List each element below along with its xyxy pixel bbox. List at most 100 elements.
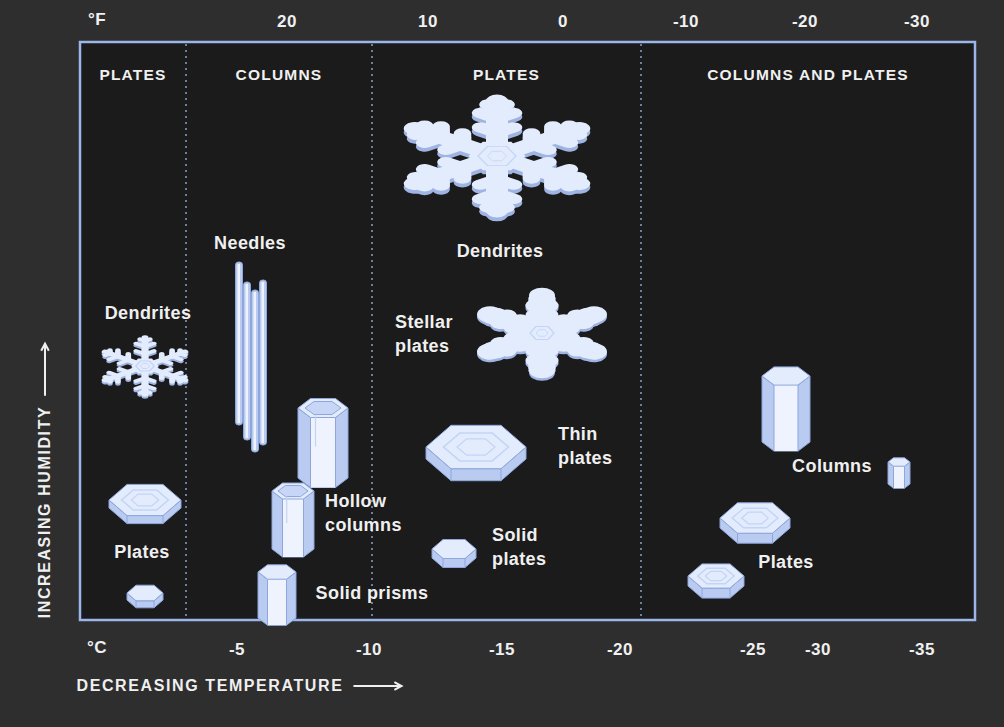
crystal-part (454, 133, 472, 144)
crystal-part (762, 376, 810, 451)
crystal-part (268, 579, 287, 625)
crystal-part (486, 314, 507, 316)
crystal-part (416, 126, 434, 132)
temperature-band: COLUMNS AND PLATES (641, 42, 975, 142)
crystal-part (109, 373, 118, 376)
crystal-part (762, 367, 810, 385)
crystal-part (523, 168, 541, 179)
axis-tick: -30 (805, 640, 831, 660)
crystal-part (493, 348, 496, 349)
crystal-part (311, 418, 336, 488)
crystal-part (451, 469, 452, 481)
axis-arrow (44, 344, 46, 396)
crystal-part (588, 317, 591, 318)
crystal-part (720, 503, 790, 533)
crystal-part (501, 469, 502, 481)
crystal-part (481, 179, 497, 185)
temperature-band: PLATES (80, 42, 186, 142)
crystal-part (244, 282, 251, 440)
crystal-part (705, 571, 726, 580)
crystal-part (542, 315, 548, 317)
crystal-part (303, 499, 304, 557)
crystal-part (136, 601, 137, 608)
band-heading: PLATES (372, 42, 641, 84)
column-crystal (272, 483, 314, 557)
crystal-part (115, 350, 121, 356)
temperature-band: PLATES (372, 42, 641, 142)
crystal-part (894, 466, 905, 488)
crystal-part (109, 484, 181, 515)
crystal-part (335, 418, 336, 488)
dendrite-crystal (105, 337, 185, 396)
crystal-part (136, 385, 145, 388)
crystal-part (258, 572, 296, 625)
crystal-group (105, 101, 910, 625)
crystal-part (561, 130, 579, 136)
crystal-part (730, 588, 731, 598)
crystal-part (310, 418, 311, 488)
axis-tick: -10 (356, 640, 382, 660)
crystal-part (131, 494, 158, 506)
needle-crystal (244, 282, 251, 440)
crystal-part (145, 351, 154, 354)
crystal-part (497, 113, 513, 119)
crystal-part (524, 323, 560, 342)
crystal-part (122, 490, 169, 510)
crystal-part (169, 376, 175, 382)
column-crystal (258, 565, 296, 625)
crystal-part (702, 588, 703, 598)
crystal-part (465, 559, 466, 568)
crystal-part (737, 533, 738, 543)
plate-crystal (127, 585, 163, 608)
crystal-part (446, 162, 462, 168)
dendrite-crystal (415, 101, 580, 215)
crystal-part (497, 104, 506, 107)
column-crystal (888, 458, 910, 488)
axis-tick: -20 (792, 12, 818, 32)
band-heading: COLUMNS (186, 42, 372, 84)
crystal-part (272, 483, 314, 499)
crystal-part (120, 369, 129, 372)
crystal-part (305, 402, 341, 415)
crystal-label: Dendrites (457, 239, 544, 263)
crystal-part (432, 126, 450, 137)
crystal-part (286, 496, 287, 522)
crystal-part (904, 466, 905, 488)
crystal-part (145, 339, 150, 341)
crystal-part (443, 559, 444, 568)
crystal-part (246, 284, 249, 438)
crystal-part (258, 565, 296, 579)
axis-tick: -25 (740, 640, 766, 660)
crystal-part (532, 144, 548, 150)
arrow-head (41, 344, 49, 351)
arrow-head (394, 682, 401, 690)
divider (185, 44, 187, 618)
crystal-part (278, 486, 308, 497)
crystal-part (107, 350, 113, 353)
crystal-part (136, 378, 145, 381)
needle-crystal (252, 290, 259, 452)
axis-tick: -5 (229, 640, 245, 660)
crystal-part (561, 180, 579, 186)
crystal-label: Hollow columns (325, 489, 425, 538)
crystal-part (162, 360, 171, 363)
crystal-part (478, 146, 516, 165)
axis-tick: -30 (904, 12, 930, 32)
crystal-part (180, 353, 185, 355)
axis-tick: -10 (673, 12, 699, 32)
crystal-part (542, 299, 545, 300)
crystal-part (457, 439, 495, 455)
axis-unit: °C (87, 638, 107, 658)
plate-crystal (426, 425, 526, 480)
crystal-part (140, 364, 149, 369)
crystal-part (426, 425, 526, 468)
crystal-part (539, 366, 542, 367)
crystal-part (544, 175, 562, 186)
crystal-label: Plates (114, 540, 169, 564)
chart-frame (80, 42, 975, 620)
crystal-part (163, 516, 164, 524)
crystal-label: Needles (214, 231, 286, 255)
axis-tick: -35 (909, 640, 935, 660)
crystal-part (272, 491, 314, 557)
